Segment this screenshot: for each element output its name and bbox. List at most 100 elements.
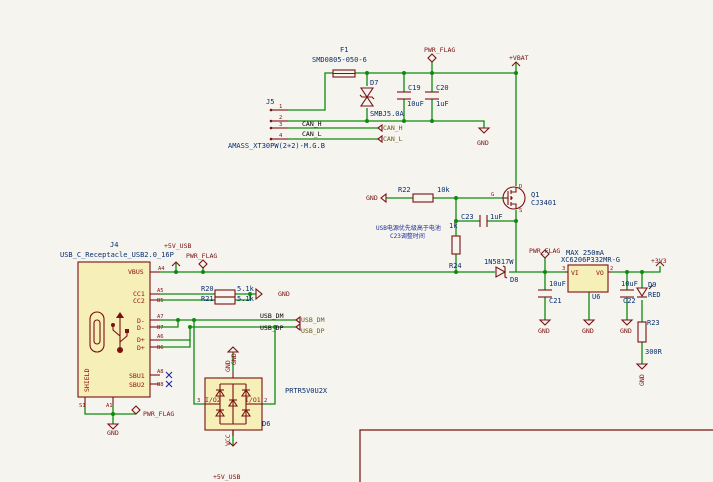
resistor-r22[interactable]: R22 10k	[398, 186, 450, 203]
svg-text:GND: GND	[366, 194, 378, 202]
svg-text:USB_DP: USB_DP	[301, 327, 325, 335]
resistor-r21[interactable]: R21 5.1k	[201, 295, 255, 305]
svg-text:SBU1: SBU1	[129, 372, 145, 380]
svg-text:A4: A4	[158, 266, 165, 272]
c23-ref: C23	[461, 213, 474, 221]
usb-c-connector-j4[interactable]: VBUS CC1 CC2 D- D- D+ D+ SBU1 SBU2 SHIEL…	[60, 241, 174, 409]
svg-text:GND: GND	[107, 429, 119, 437]
u6-value: XC6206P332MR-G	[561, 256, 620, 264]
d6-value: PRTR5V0U2X	[285, 387, 328, 395]
capacitor-c20[interactable]: C20 1uF	[425, 84, 449, 108]
capacitor-c23[interactable]: C23 1uF	[461, 213, 503, 227]
hier-label-can-l[interactable]: CAN_L	[377, 134, 403, 144]
hier-label-usb-dp[interactable]: USB_DP	[295, 322, 325, 335]
r23-ref: R23	[647, 319, 660, 327]
gnd-symbol-r23: GND	[635, 363, 649, 386]
svg-text:A8: A8	[157, 369, 164, 375]
d9-value: RED	[648, 291, 661, 299]
svg-text:1: 1	[279, 104, 282, 110]
annotation-max-current: MAX 250mA	[566, 249, 605, 257]
c23-value: 1uF	[490, 213, 503, 221]
svg-text:CAN_H: CAN_H	[383, 124, 403, 132]
v5usb-symbol-bottom: +5V_USB	[213, 441, 240, 481]
svg-text:B6: B6	[157, 345, 164, 351]
c20-value: 1uF	[436, 100, 449, 108]
svg-text:PWR_FLAG: PWR_FLAG	[424, 46, 455, 54]
capacitor-c22[interactable]: 10uF C22	[620, 280, 638, 305]
svg-text:S: S	[519, 208, 522, 214]
svg-text:VI: VI	[571, 269, 579, 277]
svg-text:G: G	[491, 192, 494, 198]
led-d9[interactable]: D9 RED	[636, 281, 661, 299]
svg-text:USB_DM: USB_DM	[301, 316, 325, 324]
svg-text:A5: A5	[157, 288, 164, 294]
svg-text:VBUS: VBUS	[128, 268, 144, 276]
usb-logo-icon	[111, 312, 129, 353]
hier-label-usb-dm[interactable]: USB_DM	[295, 315, 325, 325]
svg-text:B5: B5	[157, 298, 164, 304]
d8-ref: D8	[510, 276, 518, 284]
q1-ref: Q1	[531, 191, 539, 199]
svg-text:B8: B8	[157, 382, 164, 388]
svg-text:4: 4	[279, 133, 283, 139]
r22-ref: R22	[398, 186, 411, 194]
pwr-flag-d8: PWR_FLAG	[529, 247, 560, 259]
svg-text:B7: B7	[157, 325, 164, 331]
svg-text:2: 2	[610, 266, 613, 272]
r21-value: 5.1k	[237, 295, 255, 303]
junctions	[111, 71, 644, 416]
r21-ref: R21	[201, 295, 214, 303]
connector-j5[interactable]: 1 2 3 4 J5 AMASS_XT30PW(2+2)-M.G.B	[228, 98, 325, 150]
sheet-frame	[359, 429, 713, 482]
svg-text:3: 3	[562, 266, 565, 272]
mosfet-q1[interactable]: G D S Q1 CJ3401	[491, 184, 556, 214]
svg-text:I/O1: I/O1	[245, 396, 261, 404]
no-connect-marks	[165, 371, 173, 388]
svg-text:2: 2	[264, 398, 267, 404]
svg-text:2: 2	[279, 115, 282, 121]
svg-text:GND: GND	[582, 327, 594, 335]
j5-value: AMASS_XT30PW(2+2)-M.G.B	[228, 142, 325, 150]
gnd-symbol-shield: GND	[106, 423, 120, 437]
svg-text:CAN_L: CAN_L	[383, 135, 403, 143]
net-label-can-l: CAN_L	[302, 130, 322, 138]
r24-ref: R24	[449, 262, 462, 270]
svg-text:D-: D-	[137, 324, 145, 332]
svg-text:GND: GND	[638, 374, 646, 386]
c19-ref: C19	[408, 84, 421, 92]
svg-text:GND: GND	[224, 360, 232, 372]
d9-ref: D9	[648, 281, 656, 289]
esd-protection-d6[interactable]: I/O2 I/O1 GND VCC 3 2 D6 PRTR5V0U2X	[197, 360, 328, 446]
j5-ref: J5	[266, 98, 274, 106]
svg-text:PWR_FLAG: PWR_FLAG	[529, 247, 560, 255]
svg-text:CC2: CC2	[133, 297, 145, 305]
gnd-symbol-c21: GND	[538, 319, 552, 335]
d7-value: SMBJ5.0A	[370, 110, 405, 118]
diode-d8[interactable]: 1N5817W D8	[484, 258, 518, 284]
svg-text:+3V3: +3V3	[651, 257, 667, 265]
tvs-diode-d7[interactable]: D7 SMBJ5.0A	[359, 79, 405, 118]
capacitor-c19[interactable]: C19 10uF	[397, 84, 424, 108]
r22-value: 10k	[437, 186, 450, 194]
fuse-f1[interactable]: F1 SMD0805-050-6	[312, 46, 367, 78]
ldo-u6[interactable]: VI VO 3 2 U6 XC6206P332MR-G	[561, 256, 620, 301]
svg-text:PWR_FLAG: PWR_FLAG	[186, 252, 217, 260]
svg-text:D+: D+	[137, 336, 145, 344]
svg-text:GND: GND	[230, 353, 238, 365]
gnd-symbol-r22: GND	[366, 192, 387, 204]
resistor-r23[interactable]: R23 300R	[637, 319, 663, 356]
c21-value: 10uF	[549, 280, 566, 288]
svg-text:SBU2: SBU2	[129, 381, 145, 389]
capacitor-c21[interactable]: 10uF C21	[538, 280, 566, 305]
svg-text:VO: VO	[596, 269, 604, 277]
svg-text:VCC: VCC	[224, 434, 232, 446]
resistor-r24[interactable]: 1k R24	[449, 222, 462, 270]
c22-value: 10uF	[621, 280, 638, 288]
gnd-symbol-d6: GND	[226, 346, 240, 365]
hier-label-can-h[interactable]: CAN_H	[377, 123, 403, 133]
c22-ref: C22	[623, 297, 636, 305]
svg-text:+5V_USB: +5V_USB	[213, 473, 240, 481]
svg-text:GND: GND	[278, 290, 290, 298]
net-label-usb-dm: USB_DM	[260, 312, 284, 320]
